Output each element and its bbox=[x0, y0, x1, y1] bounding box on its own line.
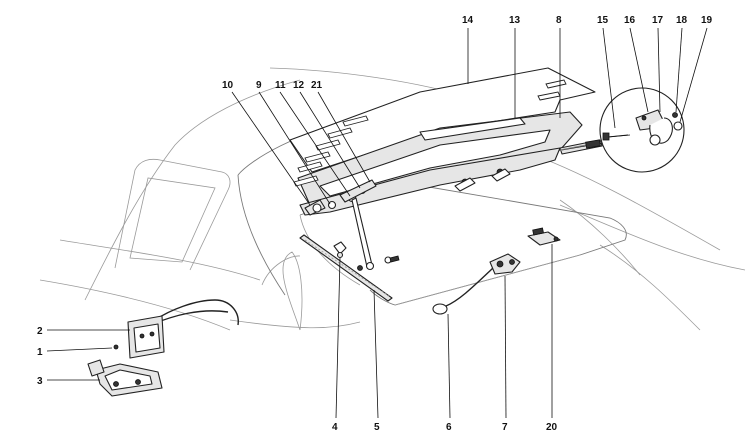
callout-21: 21 bbox=[311, 80, 323, 91]
callout-3: 3 bbox=[37, 376, 43, 387]
callout-13: 13 bbox=[509, 15, 521, 26]
callout-20: 20 bbox=[546, 422, 558, 433]
callout-19: 19 bbox=[701, 15, 713, 26]
detail-inset bbox=[599, 87, 685, 173]
engine-lid-assembly bbox=[289, 67, 608, 216]
leader-lines bbox=[46, 27, 708, 419]
callout-7: 7 bbox=[502, 422, 508, 433]
seal-strip bbox=[299, 234, 393, 302]
callout-12: 12 bbox=[293, 80, 305, 91]
callout-8: 8 bbox=[556, 15, 562, 26]
callout-18: 18 bbox=[676, 15, 688, 26]
release-handle bbox=[87, 299, 239, 397]
callout-numbers: 1 2 3 4 5 6 7 8 9 10 11 12 13 14 15 16 1… bbox=[37, 15, 713, 433]
callout-10: 10 bbox=[222, 80, 234, 91]
callout-4: 4 bbox=[332, 422, 338, 433]
callout-11: 11 bbox=[275, 80, 286, 91]
callout-9: 9 bbox=[256, 80, 262, 91]
bumper-stop bbox=[333, 241, 347, 259]
callout-1: 1 bbox=[37, 347, 43, 358]
prop-rod bbox=[351, 197, 400, 271]
callout-2: 2 bbox=[37, 326, 43, 337]
callout-15: 15 bbox=[597, 15, 609, 26]
striker bbox=[527, 227, 561, 246]
callout-16: 16 bbox=[624, 15, 636, 26]
lid-latch bbox=[432, 253, 521, 315]
callout-5: 5 bbox=[374, 422, 380, 433]
callout-14: 14 bbox=[462, 15, 474, 26]
callout-6: 6 bbox=[446, 422, 452, 433]
callout-17: 17 bbox=[652, 15, 664, 26]
